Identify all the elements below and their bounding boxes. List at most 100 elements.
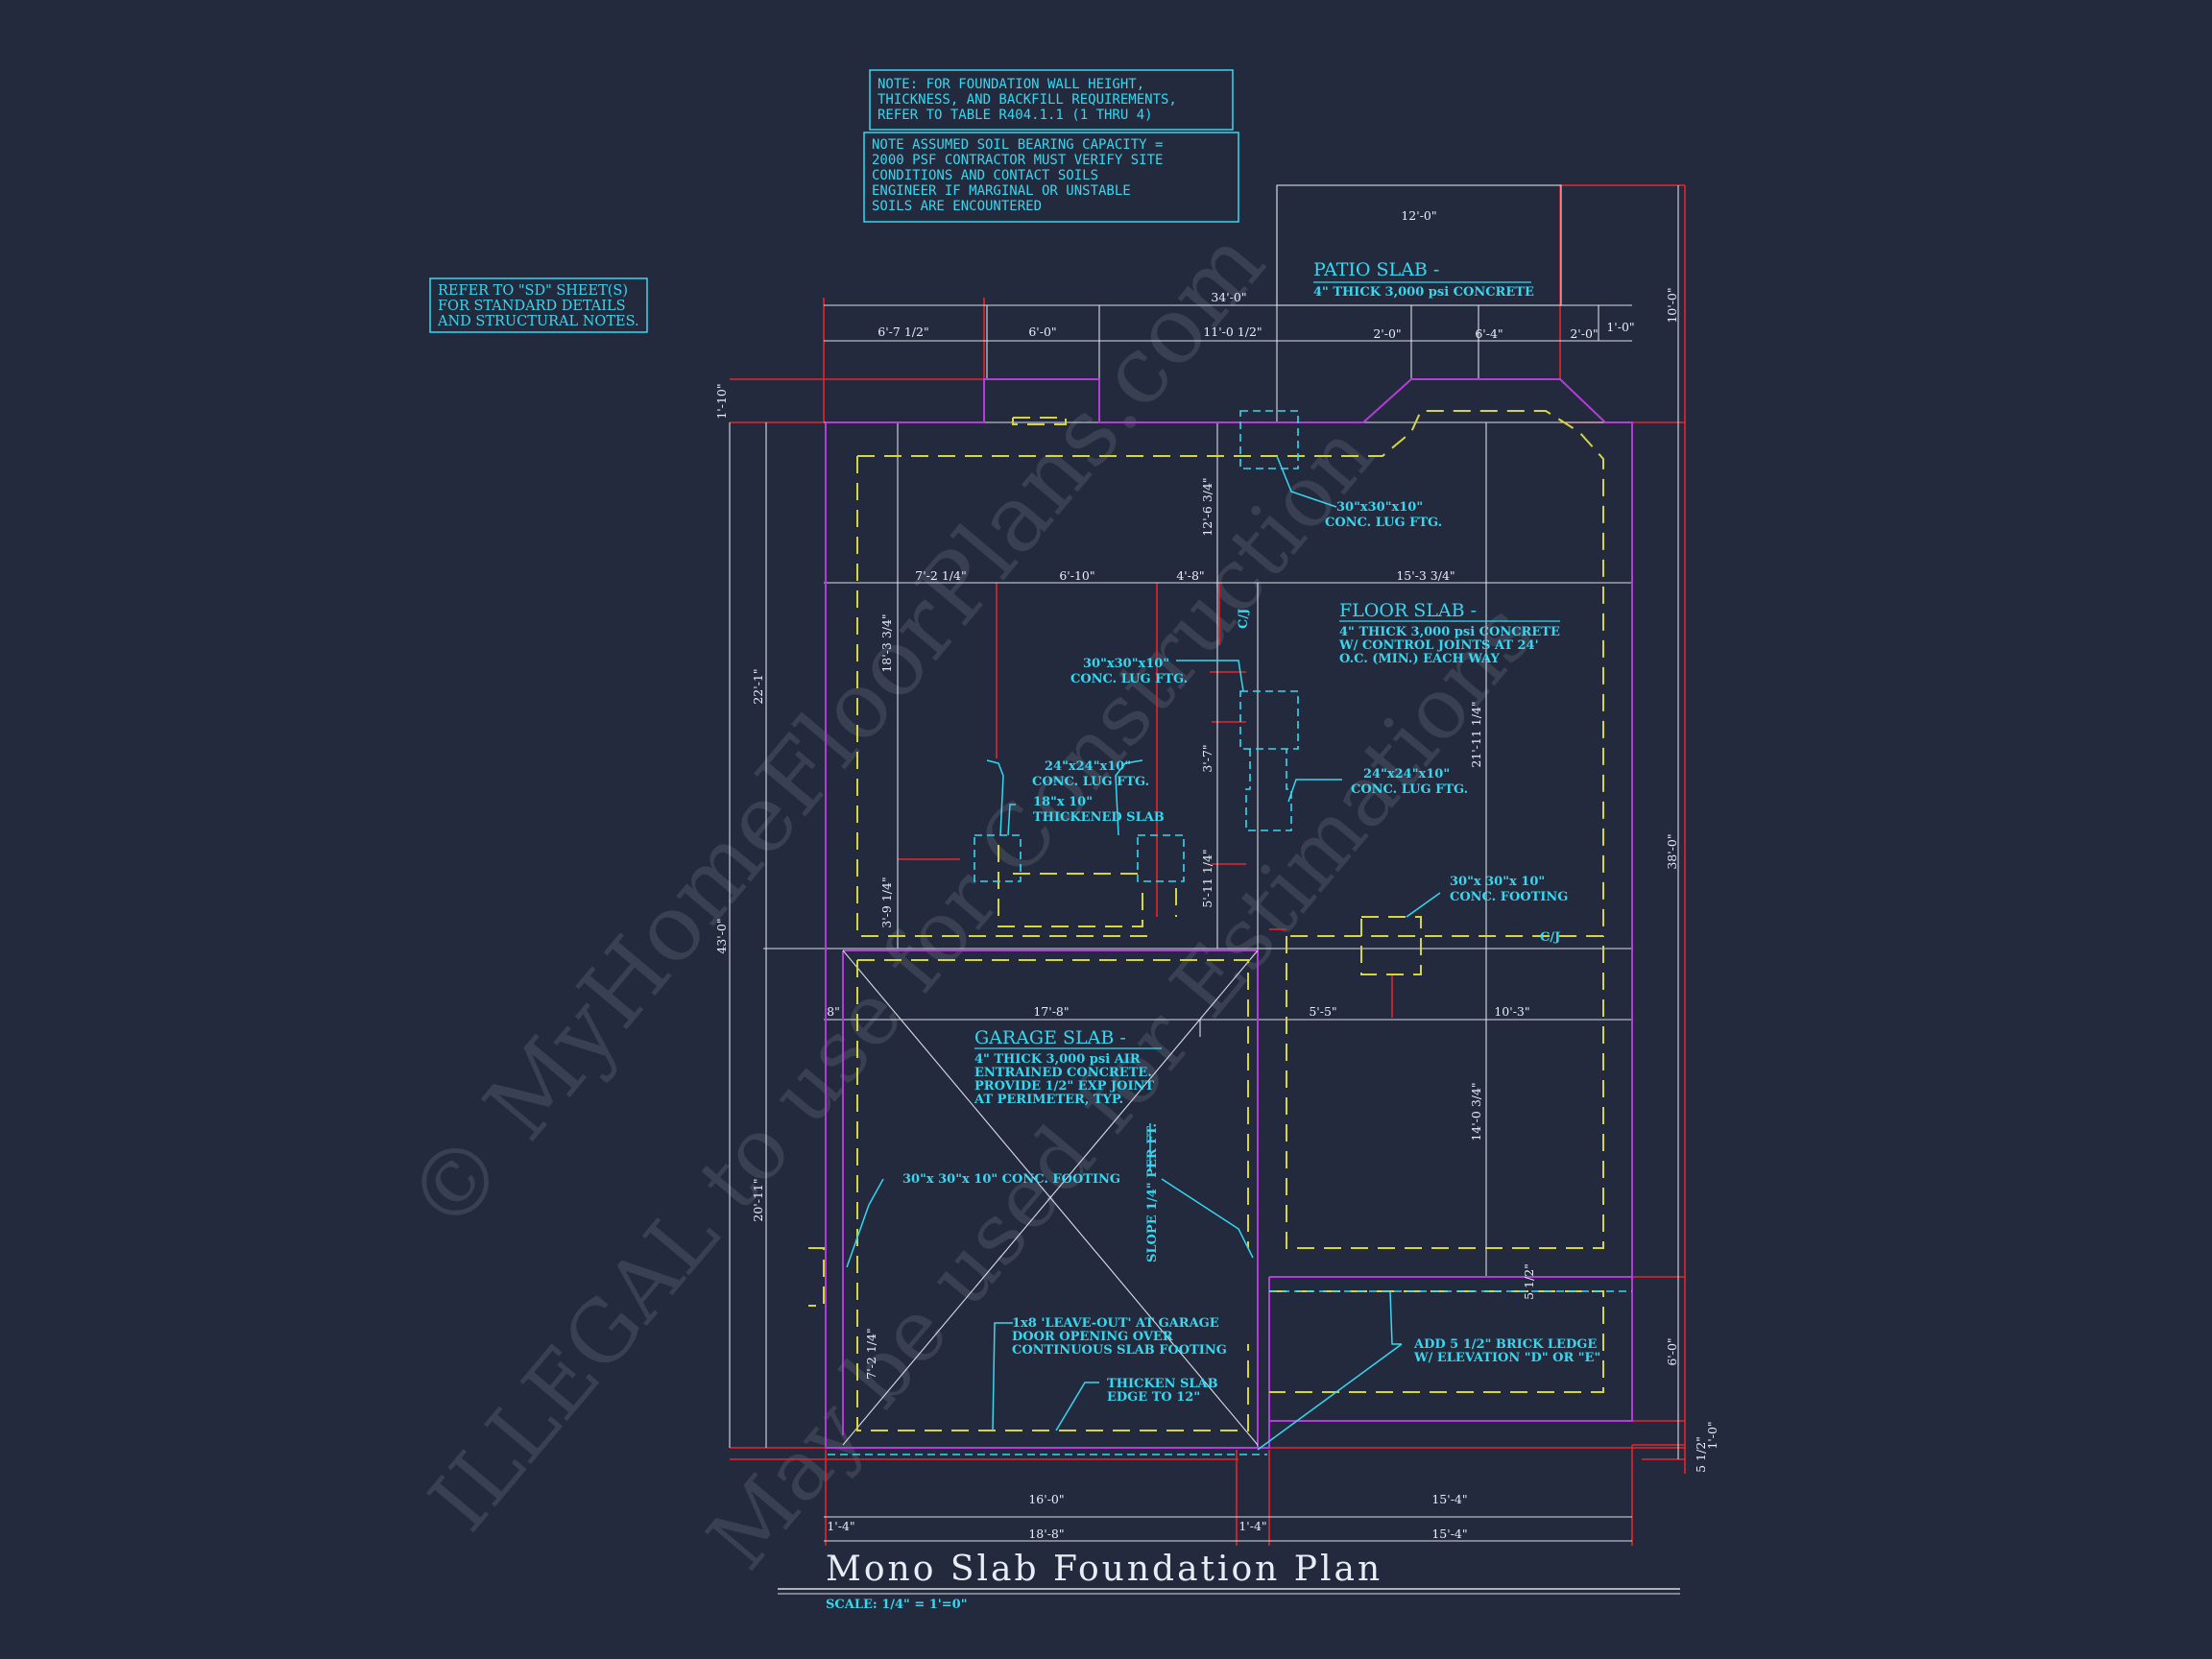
dim-v-55: 5 1/2" <box>1522 1263 1536 1300</box>
footing-garage-label: 30"x 30"x 10" CONC. FOOTING <box>902 1172 1120 1187</box>
dim-garage-2: 17'-8" <box>1033 1004 1069 1019</box>
dim-top-5: 6'-4" <box>1475 326 1503 341</box>
soil-bearing-note: NOTE ASSUMED SOIL BEARING CAPACITY = 200… <box>863 132 1239 223</box>
dim-v-top: 1'-10" <box>714 383 729 419</box>
lug-right-size: 24"x24"x10" <box>1363 767 1450 781</box>
refer-sd-note: REFER TO "SD" SHEET(S) FOR STANDARD DETA… <box>429 277 648 333</box>
dim-top-6: 2'-0" <box>1570 326 1598 341</box>
dim-v-3a: 3'-9 1/4" <box>879 877 894 927</box>
lug-footings-dashed <box>828 410 1632 1455</box>
thicken-edge-2: EDGE TO 12" <box>1107 1390 1200 1405</box>
dim-bottom-3: 1'-4" <box>827 1519 854 1533</box>
soil-note-line-3: CONDITIONS AND CONTACT SOILS <box>872 168 1098 183</box>
footing-right-label: CONC. FOOTING <box>1450 890 1568 904</box>
drawing-scale: SCALE: 1/4" = 1'=0" <box>826 1598 968 1612</box>
wall-note-line-3: REFER TO TABLE R404.1.1 (1 THRU 4) <box>878 108 1153 123</box>
leave-out-3: CONTINUOUS SLAB FOOTING <box>1012 1343 1227 1358</box>
control-joint-1: C/J <box>1237 609 1251 629</box>
patio-slab-title: PATIO SLAB - <box>1313 259 1439 280</box>
dim-v-18: 18'-3 3/4" <box>879 613 894 672</box>
dim-top-1: 6'-7 1/2" <box>878 325 928 339</box>
leave-out-1: 1x8 'LEAVE-OUT' AT GARAGE <box>1012 1316 1219 1331</box>
control-joint-2: C/J <box>1540 930 1560 945</box>
floor-slab-title: FLOOR SLAB - <box>1339 600 1477 621</box>
soil-note-line-1: NOTE ASSUMED SOIL BEARING CAPACITY = <box>872 137 1163 153</box>
dim-bottom-1: 16'-0" <box>1028 1492 1064 1506</box>
dim-row-2: 6'-10" <box>1059 568 1094 583</box>
wall-note-line-1: NOTE: FOR FOUNDATION WALL HEIGHT, <box>878 77 1144 92</box>
wall-height-note: NOTE: FOR FOUNDATION WALL HEIGHT, THICKN… <box>869 69 1234 131</box>
dim-v-37: 3'-7" <box>1200 744 1214 772</box>
garage-slab-spec-3: PROVIDE 1/2" EXP JOINT <box>974 1079 1154 1094</box>
lug-top-label: CONC. LUG FTG. <box>1325 516 1442 530</box>
patio-slab-label: PATIO SLAB - 4" THICK 3,000 psi CONCRETE <box>1313 259 1534 300</box>
dim-v-43: 43'-0" <box>714 918 729 953</box>
floor-slab-spec-3: O.C. (MIN.) EACH WAY <box>1339 652 1500 666</box>
dim-overall-width: 34'-0" <box>1211 290 1246 304</box>
dim-top-3: 11'-0 1/2" <box>1203 325 1262 339</box>
dim-v-38: 38'-0" <box>1665 833 1679 869</box>
callout-leaders <box>846 455 1441 1451</box>
garage-slab-spec-1: 4" THICK 3,000 psi AIR <box>974 1052 1141 1067</box>
garage-slab-spec-4: AT PERIMETER, TYP. <box>974 1093 1123 1107</box>
thicken-edge-1: THICKEN SLAB <box>1107 1377 1218 1391</box>
dim-bottom-4: 18'-8" <box>1028 1527 1064 1541</box>
lug-mid-label: CONC. LUG FTG. <box>1070 672 1188 686</box>
dim-top-7: 1'-0" <box>1606 320 1634 334</box>
wall-note-line-2: THICKNESS, AND BACKFILL REQUIREMENTS, <box>878 92 1177 108</box>
soil-note-line-2: 2000 PSF CONTRACTOR MUST VERIFY SITE <box>872 153 1163 168</box>
floor-slab-label: FLOOR SLAB - 4" THICK 3,000 psi CONCRETE… <box>1338 600 1560 666</box>
lug-left-label: CONC. LUG FTG. <box>1032 775 1149 789</box>
drawing-title: Mono Slab Foundation Plan <box>826 1550 1382 1589</box>
dim-garage-1: 8" <box>827 1004 840 1019</box>
patio-slab-spec: 4" THICK 3,000 psi CONCRETE <box>1313 285 1534 300</box>
garage-slab-spec-2: ENTRAINED CONCRETE. <box>974 1066 1152 1080</box>
refer-note-line-2: FOR STANDARD DETAILS <box>438 299 626 314</box>
lug-top-size: 30"x30"x10" <box>1336 500 1423 515</box>
floor-slab-spec-1: 4" THICK 3,000 psi CONCRETE <box>1339 625 1560 639</box>
vertical-dimensions: 1'-10" 22'-1" 43'-0" 20'-11" 18'-3 3/4" … <box>714 287 1719 1473</box>
leave-out-2: DOOR OPENING OVER <box>1012 1330 1173 1344</box>
horizontal-dimensions: 12'-0" 34'-0" 6'-7 1/2" 6'-0" 11'-0 1/2"… <box>827 208 1635 1541</box>
dim-v-512: 5 1/2" <box>1694 1436 1708 1473</box>
dim-top-2: 6'-0" <box>1028 325 1056 339</box>
lug-right-label: CONC. LUG FTG. <box>1351 782 1468 797</box>
lug-left-size: 24"x24"x10" <box>1045 759 1131 774</box>
refer-note-line-1: REFER TO "SD" SHEET(S) <box>438 283 628 299</box>
watermark: © MyHomeFloorPlans.com ILLEGAL to use fo… <box>386 210 1552 1588</box>
dim-v-21: 21'-11 1/4" <box>1469 701 1483 767</box>
callouts: 30"x30"x10" CONC. LUG FTG. 30"x30"x10" C… <box>902 500 1600 1405</box>
refer-note-line-3: AND STRUCTURAL NOTES. <box>437 314 639 329</box>
footing-right-size: 30"x 30"x 10" <box>1450 875 1545 889</box>
dim-garage-3: 5'-5" <box>1309 1004 1336 1019</box>
brick-ledge-1: ADD 5 1/2" BRICK LEDGE <box>1413 1337 1597 1352</box>
garage-slab-label: GARAGE SLAB - 4" THICK 3,000 psi AIR ENT… <box>974 1027 1162 1107</box>
dim-garage-4: 10'-3" <box>1494 1004 1529 1019</box>
dim-v-12: 12'-6 3/4" <box>1200 477 1214 536</box>
thickened-label: THICKENED SLAB <box>1033 810 1165 825</box>
dim-v-1: 1'-0" <box>1705 1421 1719 1449</box>
dim-bottom-2: 15'-4" <box>1431 1492 1467 1506</box>
dim-v-20: 20'-11" <box>751 1178 765 1221</box>
garage-slab-x <box>842 950 1259 1446</box>
dim-row-1: 7'-2 1/4" <box>915 568 966 583</box>
garage-slab-title: GARAGE SLAB - <box>974 1027 1126 1048</box>
dim-v-7: 7'-2 1/4" <box>864 1328 878 1379</box>
dim-row-4: 15'-3 3/4" <box>1396 568 1455 583</box>
dim-row-3: 4'-8" <box>1176 568 1204 583</box>
brick-ledge-2: W/ ELEVATION "D" OR "E" <box>1413 1351 1600 1365</box>
slope-label: SLOPE 1/4" PER FT. <box>1145 1123 1160 1262</box>
dim-v-14: 14'-0 3/4" <box>1469 1082 1483 1141</box>
title-block: Mono Slab Foundation Plan SCALE: 1/4" = … <box>778 1550 1680 1612</box>
dim-top-4: 2'-0" <box>1373 326 1401 341</box>
thickened-size: 18"x 10" <box>1033 795 1093 809</box>
dim-v-6: 6'-0" <box>1665 1337 1679 1365</box>
lug-mid-size: 30"x30"x10" <box>1083 657 1169 671</box>
dim-v-5: 5'-11 1/4" <box>1200 849 1214 907</box>
floor-slab-spec-2: W/ CONTROL JOINTS AT 24' <box>1338 638 1539 653</box>
dim-patio-width: 12'-0" <box>1401 208 1436 223</box>
dim-bottom-6: 15'-4" <box>1431 1527 1467 1541</box>
dim-v-22: 22'-1" <box>751 668 765 704</box>
